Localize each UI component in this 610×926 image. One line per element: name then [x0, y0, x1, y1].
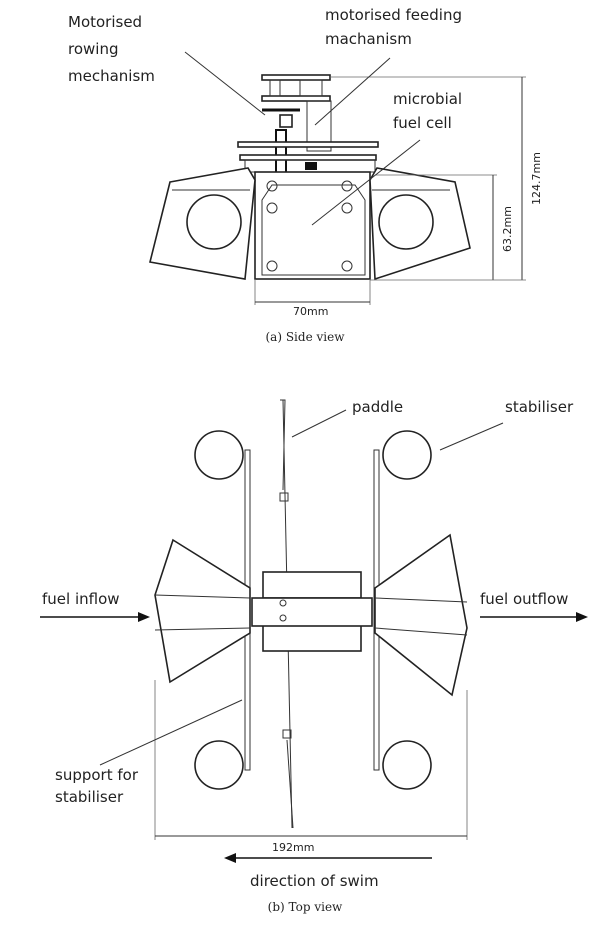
label-rowing-line3: mechanism: [68, 67, 155, 85]
top-view-drawing: [40, 399, 588, 863]
caption-side-view: (a) Side view: [266, 330, 346, 344]
dim-width-side: 70mm: [293, 305, 328, 318]
label-feeding-line2: machanism: [325, 30, 412, 48]
label-rowing-line2: rowing: [68, 40, 118, 58]
label-fuel-inflow: fuel inflow: [42, 590, 120, 608]
label-fuel-outflow: fuel outflow: [480, 590, 568, 608]
label-rowing-line1: Motorised: [68, 13, 142, 31]
dim-width-top: 192mm: [272, 841, 314, 854]
label-support-line1: support for: [55, 766, 139, 784]
dim-height-body: 63.2mm: [501, 206, 514, 252]
caption-top-view: (b) Top view: [268, 900, 343, 914]
label-direction-of-swim: direction of swim: [250, 872, 379, 890]
label-paddle: paddle: [352, 398, 403, 416]
label-feeding-line1: motorised feeding: [325, 6, 462, 24]
label-fuel-cell-line1: microbial: [393, 90, 462, 108]
label-stabiliser: stabiliser: [505, 398, 574, 416]
label-support-line2: stabiliser: [55, 788, 124, 806]
side-view-drawing: [149, 51, 526, 305]
dim-height-total: 124.7mm: [530, 152, 543, 205]
label-fuel-cell-line2: fuel cell: [393, 114, 452, 132]
